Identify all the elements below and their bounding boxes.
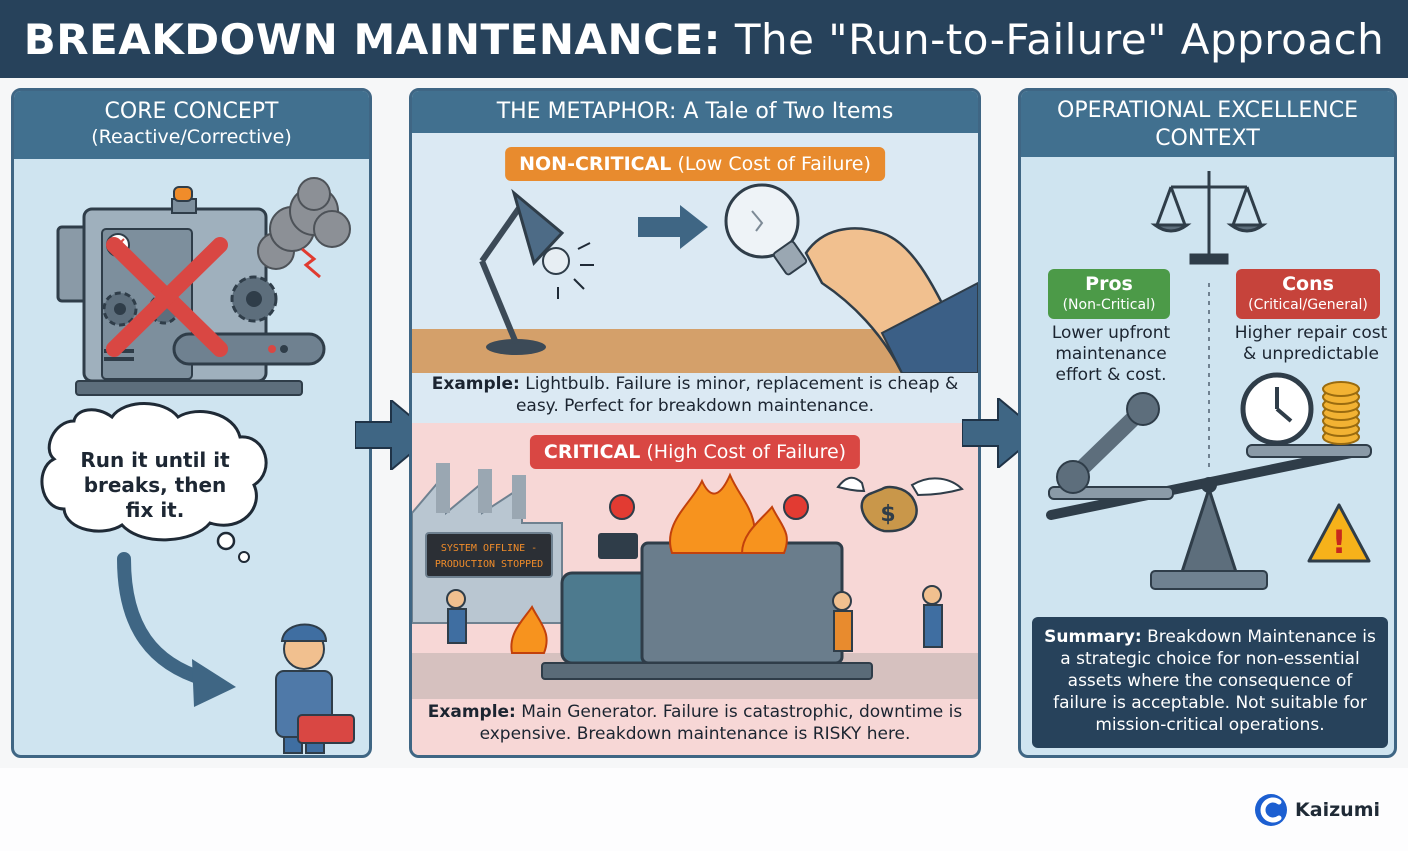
- coins-icon: [1322, 381, 1360, 445]
- non-critical-tag: NON-CRITICAL (Low Cost of Failure): [505, 147, 885, 181]
- core-concept-header: CORE CONCEPT (Reactive/Corrective): [14, 91, 369, 159]
- core-concept-heading: CORE CONCEPT: [104, 99, 279, 124]
- lamp-scene-illustration: [412, 183, 978, 373]
- cons-badge: Cons (Critical/General): [1236, 269, 1380, 319]
- wrench-icon: [1056, 392, 1160, 494]
- generator-icon: [541, 533, 873, 680]
- sign-line-1: SYSTEM OFFLINE -: [441, 543, 537, 554]
- cons-subtitle: (Critical/General): [1248, 297, 1368, 313]
- balance-scale-icon: [1150, 171, 1268, 265]
- pros-badge: Pros (Non-Critical): [1048, 269, 1170, 319]
- brand-name: Kaizumi: [1295, 799, 1380, 821]
- title-bold: BREAKDOWN MAINTENANCE:: [23, 14, 721, 64]
- speech-bubble: Run it until it breaks, then fix it.: [80, 447, 230, 522]
- core-concept-subheading: (Reactive/Corrective): [91, 126, 292, 148]
- non-critical-section: NON-CRITICAL (Low Cost of Failure): [412, 133, 978, 423]
- kaizumi-logo-icon: [1255, 794, 1288, 826]
- hand-icon: [804, 227, 978, 373]
- lightbulb-icon: [724, 183, 808, 276]
- pros-title: Pros: [1085, 273, 1133, 295]
- metaphor-panel: THE METAPHOR: A Tale of Two Items NON-CR…: [409, 88, 981, 758]
- title-rest: The "Run-to-Failure" Approach: [720, 14, 1385, 64]
- failure-x-icon: [106, 237, 228, 357]
- summary-box: Summary: Breakdown Maintenance is a stra…: [1032, 617, 1388, 748]
- metaphor-heading: THE METAPHOR: A Tale of Two Items: [412, 91, 978, 133]
- sign-line-2: PRODUCTION STOPPED: [435, 559, 543, 570]
- gear-icon: [102, 291, 138, 327]
- cons-description: Higher repair cost & unpredictable: [1234, 323, 1388, 364]
- title-bar: BREAKDOWN MAINTENANCE: The "Run-to-Failu…: [0, 0, 1408, 78]
- svg-text:!: !: [1332, 523, 1347, 561]
- cons-title: Cons: [1282, 273, 1334, 295]
- operational-excellence-heading: OPERATIONAL EXCELLENCE CONTEXT: [1021, 91, 1394, 157]
- critical-section: CRITICAL (High Cost of Failure) SYSTEM O…: [412, 423, 978, 755]
- scale-illustration: !: [1046, 171, 1372, 590]
- non-critical-example: Example: Lightbulb. Failure is minor, re…: [431, 374, 959, 416]
- critical-tag: CRITICAL (High Cost of Failure): [529, 435, 861, 469]
- money-bag-icon: $: [836, 476, 964, 533]
- critical-example: Example: Main Generator. Failure is cata…: [427, 702, 963, 744]
- offline-sign: [425, 532, 553, 578]
- desk-lamp-icon: [479, 188, 570, 355]
- broken-machine-illustration: [40, 177, 355, 754]
- pros-description: Lower upfront maintenance effort & cost.: [1051, 323, 1171, 385]
- svg-text:$: $: [880, 502, 895, 527]
- page-title: BREAKDOWN MAINTENANCE: The "Run-to-Failu…: [24, 15, 1385, 64]
- core-concept-panel: CORE CONCEPT (Reactive/Corrective): [11, 88, 372, 758]
- pros-subtitle: (Non-Critical): [1062, 297, 1156, 313]
- generator-scene-illustration: SYSTEM OFFLINE - PRODUCTION STOPPED $: [412, 463, 978, 699]
- warning-icon: !: [1307, 503, 1371, 563]
- operational-excellence-panel: OPERATIONAL EXCELLENCE CONTEXT: [1018, 88, 1397, 758]
- seesaw-scale-icon: [1046, 444, 1372, 590]
- running-workers: [446, 585, 943, 652]
- footer: [0, 768, 1408, 851]
- clock-icon: [1240, 372, 1314, 446]
- brand-logo: Kaizumi: [1253, 792, 1380, 828]
- technician-figure: [275, 623, 355, 754]
- fire-icon: [510, 472, 788, 654]
